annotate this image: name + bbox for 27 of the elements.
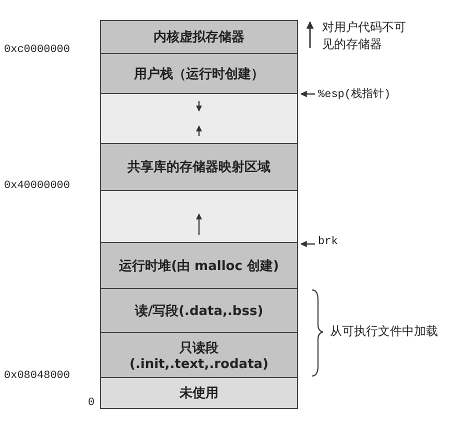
- memory-segment: [100, 288, 298, 333]
- address-label: 0xc0000000: [4, 44, 70, 56]
- memory-segment: [100, 377, 298, 409]
- pointer-label: brk: [318, 236, 338, 248]
- memory-segment: [100, 53, 298, 94]
- memory-segment: [100, 20, 298, 54]
- segment-label: 只读段: [180, 340, 218, 356]
- segment-label: (.init,.text,.rodata): [130, 356, 268, 372]
- memory-segment: [100, 93, 298, 144]
- pointer-arrow: [300, 90, 315, 98]
- pointer-label: %esp(栈指针): [318, 86, 391, 101]
- pointer-arrow: [300, 240, 315, 248]
- memory-segment: [100, 332, 298, 378]
- note-text: 对用户代码不可见的存储器: [322, 19, 407, 53]
- address-label: 0x40000000: [4, 180, 70, 192]
- segment-label: 运行时堆(由 malloc 创建): [119, 258, 279, 274]
- note-text: 从可执行文件中加载: [330, 323, 438, 340]
- address-label: 0: [88, 397, 95, 409]
- memory-segment: [100, 242, 298, 289]
- segment-label: 未使用: [180, 385, 218, 402]
- memory-segment: [100, 190, 298, 243]
- segment-label: 共享库的存储器映射区域: [128, 158, 270, 176]
- address-label: 0x08048000: [4, 370, 70, 382]
- segment-label: 读/写段(.data,.bss): [134, 302, 264, 320]
- memory-segment: [100, 143, 298, 191]
- segment-label: 内核虚拟存储器: [154, 28, 244, 46]
- segment-label: 用户栈（运行时创建）: [134, 66, 264, 82]
